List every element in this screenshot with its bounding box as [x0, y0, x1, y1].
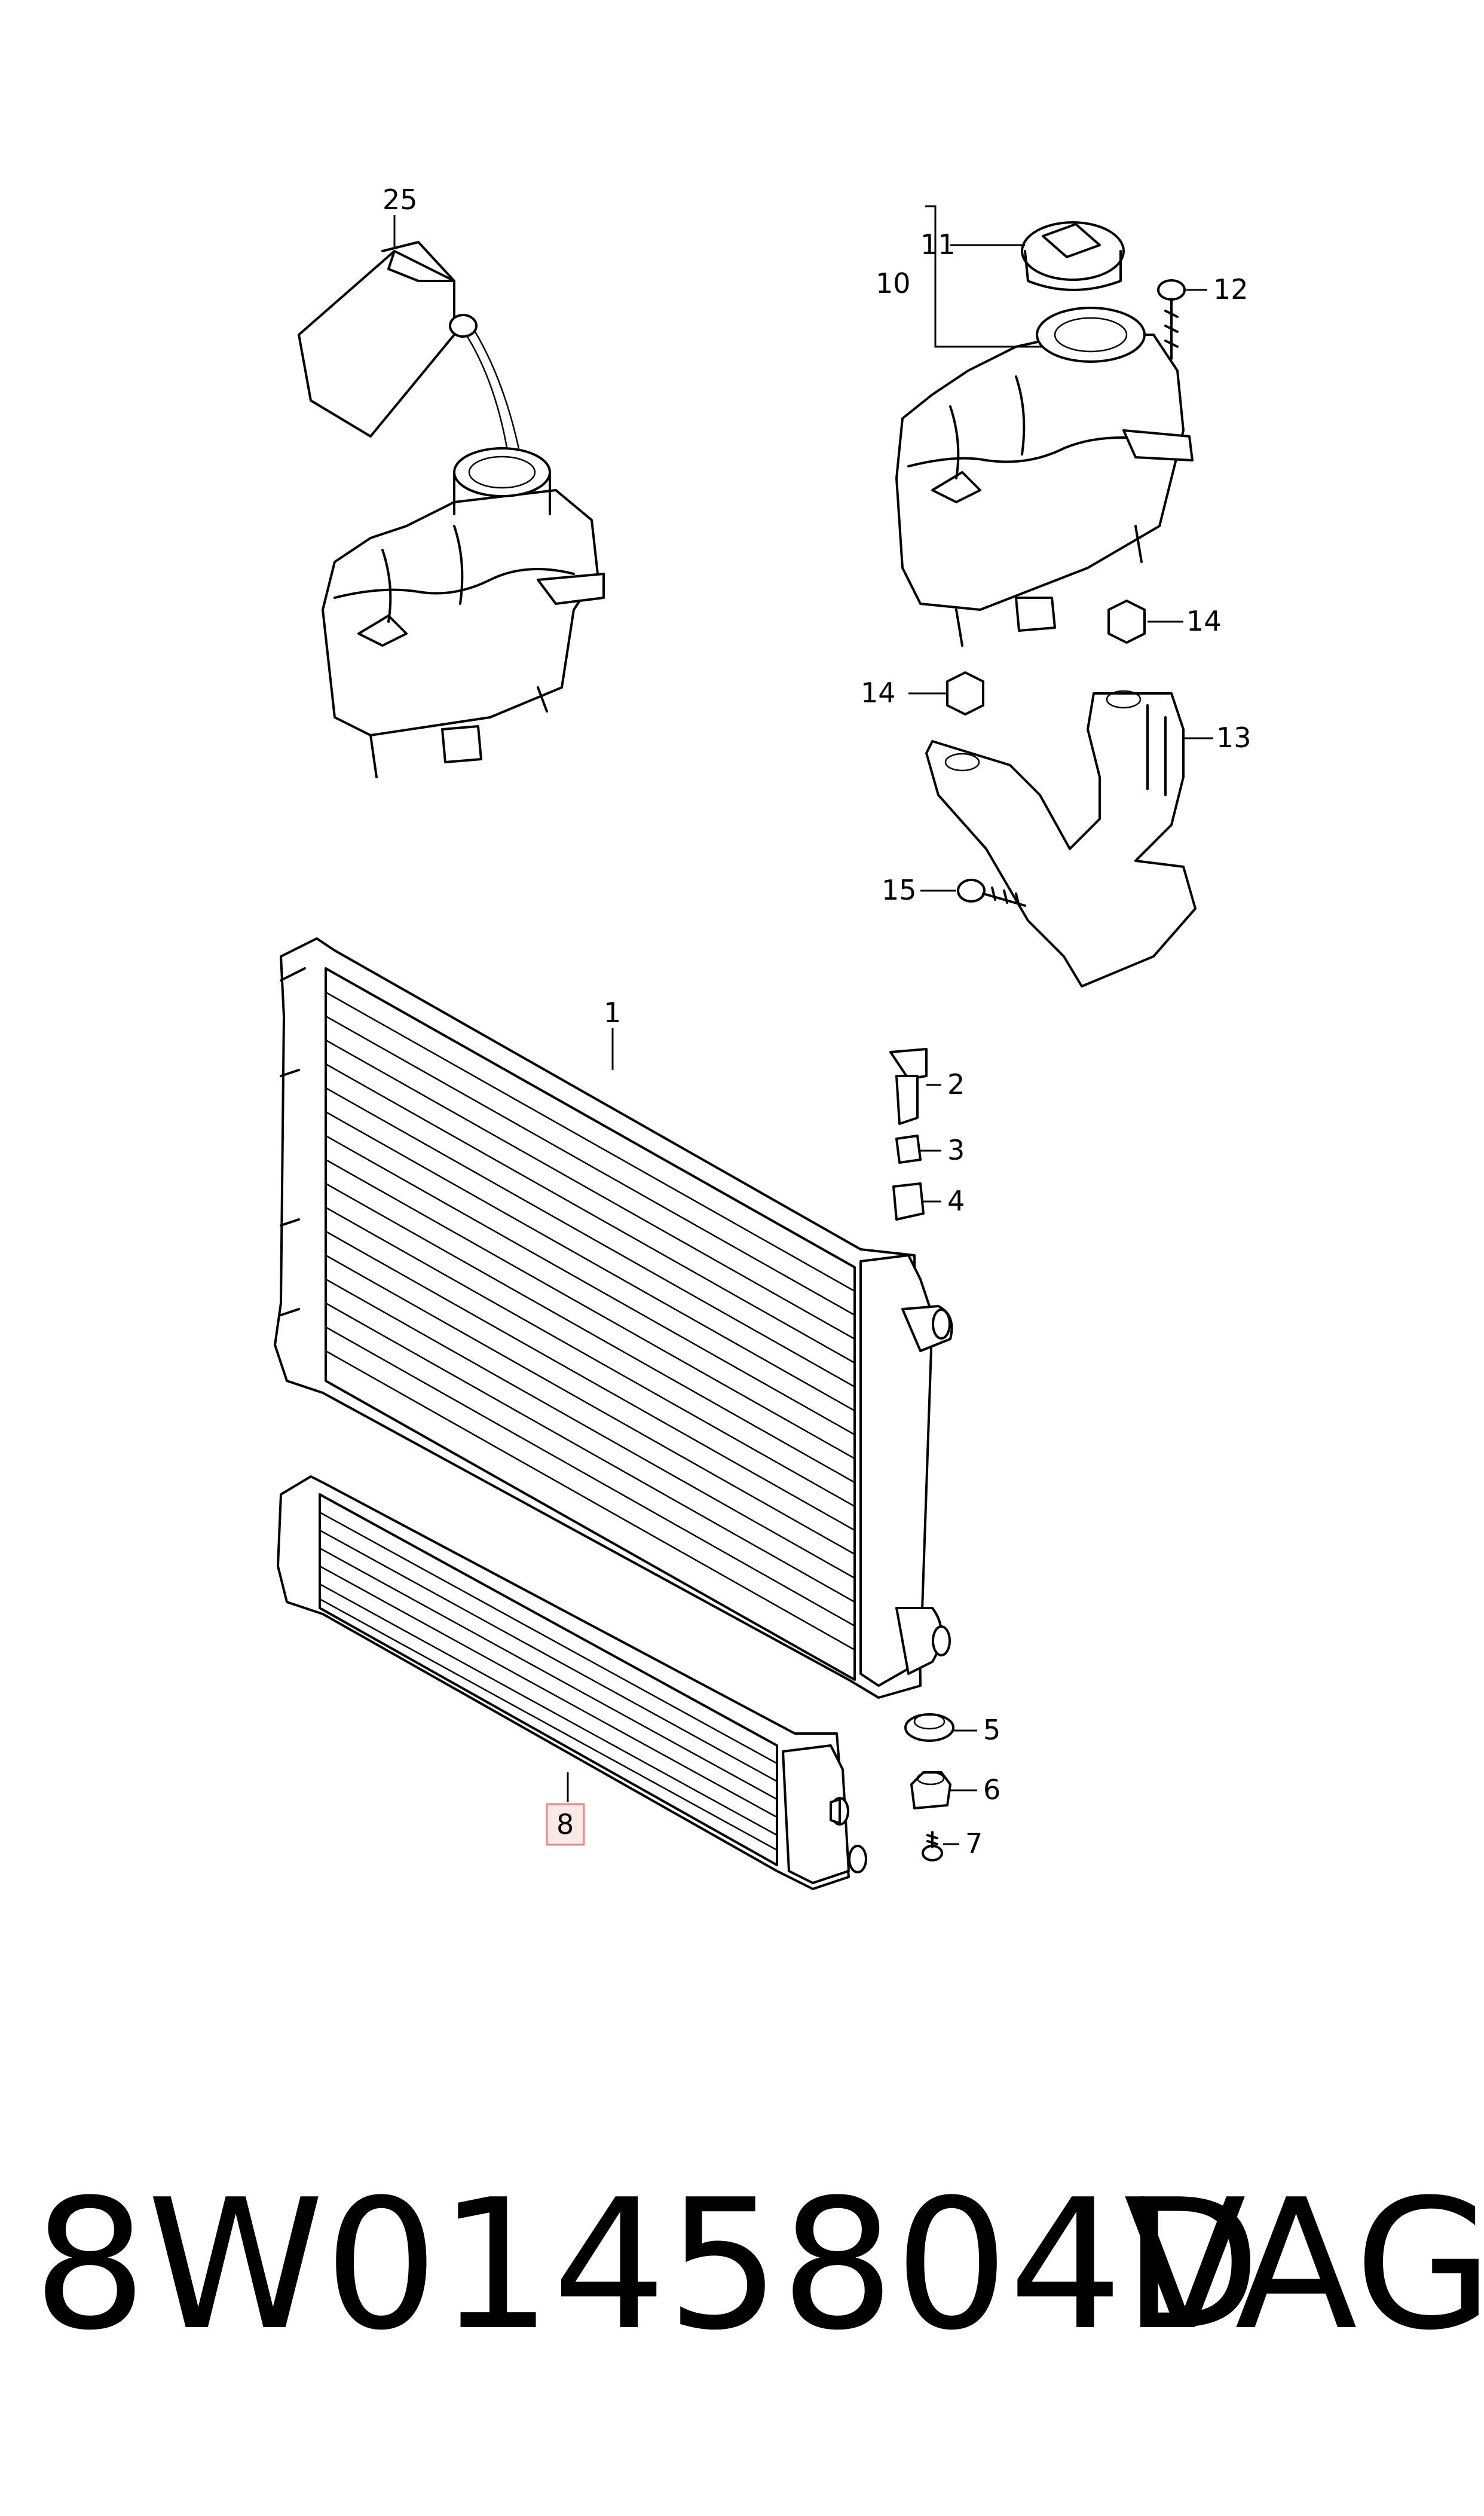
part-number: 8W0145804D: [33, 2161, 1261, 2370]
seal-3: [895, 1135, 922, 1164]
rubber-mount-5: [904, 1713, 954, 1742]
mount-6: [910, 1771, 951, 1809]
screw-12: [1157, 279, 1186, 360]
callout-1: 1: [604, 996, 621, 1029]
callout-5: 5: [983, 1714, 1000, 1746]
coolant-bottle-illustration: [298, 241, 521, 455]
callout-8-highlight: 8: [546, 1803, 585, 1846]
callout-14-left: 14: [861, 677, 896, 709]
grommet-14: [946, 600, 1146, 716]
screw-7: [922, 1831, 943, 1861]
clip-4: [892, 1182, 925, 1221]
callout-10: 10: [876, 267, 911, 299]
callout-6: 6: [983, 1774, 1000, 1806]
callout-12: 12: [1213, 273, 1249, 305]
bracket-13: [925, 690, 1197, 988]
callout-8: 8: [556, 1808, 574, 1841]
callout-25: 25: [383, 184, 418, 216]
callout-15: 15: [882, 874, 917, 906]
bolt-15: [957, 879, 1026, 907]
expansion-tank-left: [322, 447, 605, 778]
callout-14-right: 14: [1186, 605, 1222, 637]
brand-label: VAG: [1124, 2161, 1484, 2370]
expansion-tank-right: [895, 221, 1194, 647]
callout-13: 13: [1216, 722, 1252, 754]
sensor-2: [889, 1048, 928, 1125]
callout-2: 2: [947, 1068, 965, 1100]
callout-3: 3: [947, 1134, 965, 1166]
leader-lines: [393, 205, 1213, 1845]
callout-7: 7: [965, 1827, 983, 1860]
callout-4: 4: [947, 1185, 965, 1217]
parts-diagram: 25 11 10 12 14 14 13 15 1 2 3 4 5 6 7 8: [274, 184, 1252, 1890]
auxiliary-cooler-8: [277, 1475, 867, 1890]
radiator-1: [274, 937, 953, 1699]
callout-11: 11: [920, 228, 956, 261]
